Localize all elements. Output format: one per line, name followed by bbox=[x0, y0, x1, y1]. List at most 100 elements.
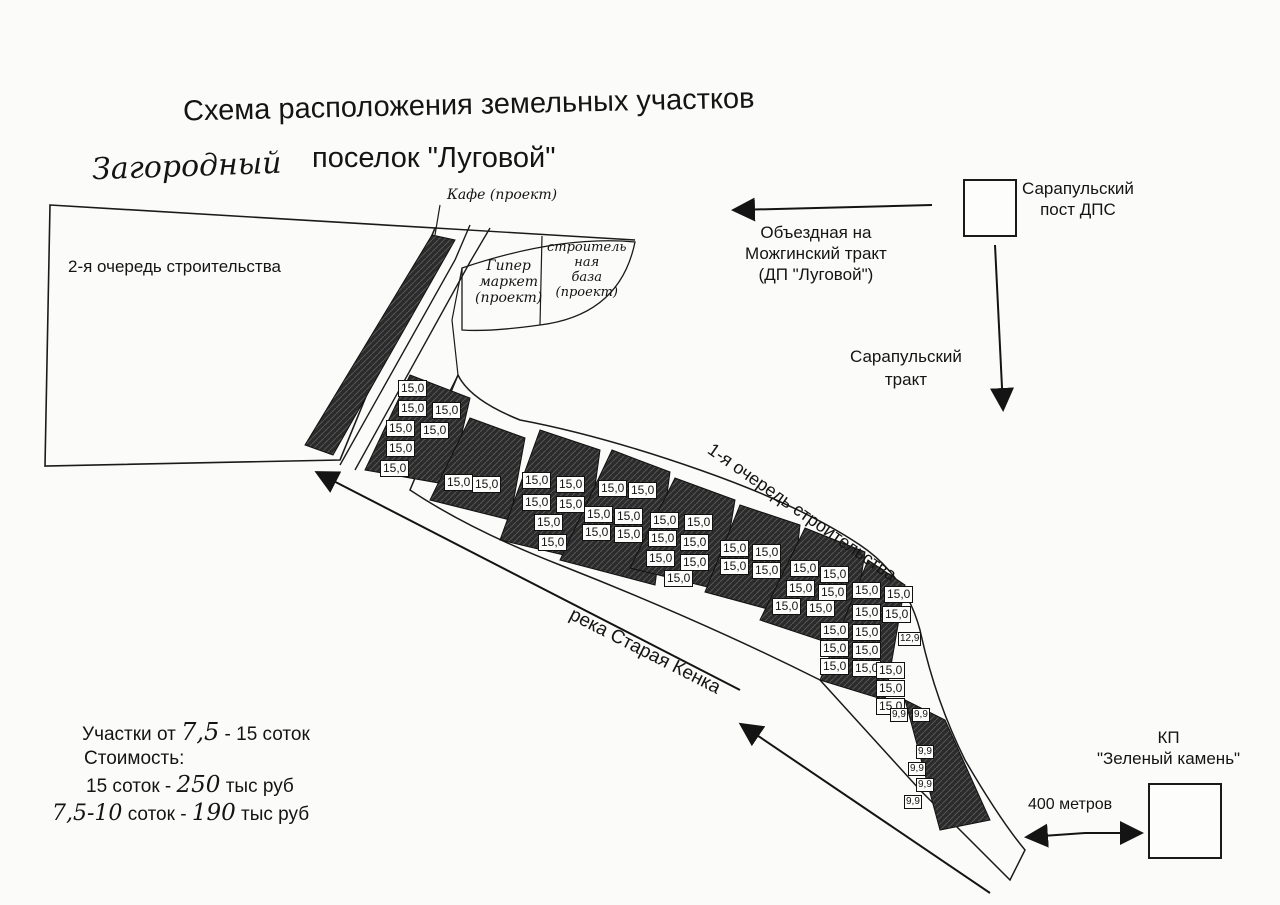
plot-area-label: 15,0 bbox=[538, 534, 568, 551]
notes-line-4: 7,5-10 соток - 190 тыс руб bbox=[52, 800, 309, 826]
hypermarket-line-1: Гипер bbox=[486, 258, 531, 274]
plot-area-label: 15,0 bbox=[584, 506, 614, 523]
bypass-line-2: Можгинский тракт bbox=[745, 244, 887, 263]
plot-area-label: 15,0 bbox=[806, 600, 836, 617]
plot-area-label: 15,0 bbox=[398, 380, 428, 397]
kp-line-2: "Зеленый камень" bbox=[1097, 749, 1241, 768]
hypermarket-line-3: (проект) bbox=[475, 290, 543, 306]
dps-post-line-2: пост ДПС bbox=[1040, 200, 1116, 219]
plot-area-label: 15,0 bbox=[386, 440, 416, 457]
plot-area-label: 15,0 bbox=[534, 514, 564, 531]
sarapul-road-arrow bbox=[990, 244, 1015, 412]
notes-line-3: 15 соток - 250 тыс руб bbox=[86, 772, 294, 798]
plot-area-label-small: 9,9 bbox=[908, 762, 926, 776]
plot-area-label: 15,0 bbox=[752, 544, 782, 561]
plot-area-label: 15,0 bbox=[876, 680, 906, 697]
plot-area-label: 15,0 bbox=[432, 402, 462, 419]
plot-area-label: 15,0 bbox=[820, 658, 850, 675]
plot-area-label: 15,0 bbox=[664, 570, 694, 587]
plot-area-label: 15,0 bbox=[556, 496, 586, 513]
distance-label: 400 метров bbox=[1028, 796, 1113, 813]
plot-area-label-small: 9,9 bbox=[890, 708, 908, 722]
plot-area-label: 15,0 bbox=[786, 580, 816, 597]
notes-line-3-hand: 250 bbox=[176, 772, 221, 798]
plot-area-label: 15,0 bbox=[790, 560, 820, 577]
plot-area-label: 15,0 bbox=[852, 604, 882, 621]
commercial-divider bbox=[539, 235, 543, 326]
plot-area-label: 15,0 bbox=[522, 494, 552, 511]
dps-post-line-1: Сарапульский bbox=[1022, 179, 1134, 198]
plot-area-label: 15,0 bbox=[598, 480, 628, 497]
plot-area-label: 15,0 bbox=[720, 558, 750, 575]
subtitle-printed: поселок "Луговой" bbox=[312, 142, 556, 174]
notes-line-4-b: тыс руб bbox=[241, 804, 310, 825]
stage2-area bbox=[44, 204, 437, 467]
construction-base-line-1: строитель bbox=[547, 240, 627, 255]
plot-area-label: 15,0 bbox=[386, 420, 416, 437]
sarapul-road-line-2: тракт bbox=[884, 370, 927, 389]
plot-area-label: 15,0 bbox=[820, 640, 850, 657]
plot-area-label: 15,0 bbox=[882, 606, 912, 623]
plot-area-label: 15,0 bbox=[852, 582, 882, 599]
plot-area-label: 15,0 bbox=[444, 474, 474, 491]
bypass-line-1: Объездная на bbox=[760, 223, 872, 242]
river-arrow-lower bbox=[738, 722, 991, 894]
stage1-outline bbox=[409, 373, 1026, 882]
river-arrow-upper bbox=[314, 471, 741, 691]
plot-area-label: 15,0 bbox=[646, 550, 676, 567]
plot-area-label: 15,0 bbox=[852, 660, 882, 677]
plot-area-label: 15,0 bbox=[772, 598, 802, 615]
construction-base-line-2: ная bbox=[574, 255, 600, 270]
plot-area-label: 15,0 bbox=[582, 524, 612, 541]
subtitle-handwritten: Загородный bbox=[91, 145, 283, 188]
plot-area-label: 15,0 bbox=[752, 562, 782, 579]
sarapul-road-line-1: Сарапульский bbox=[850, 347, 962, 366]
plot-area-label: 15,0 bbox=[852, 642, 882, 659]
plot-area-label: 15,0 bbox=[522, 472, 552, 489]
notes-line-3-b: тыс руб bbox=[225, 776, 294, 797]
notes-line-3-a: 15 соток - bbox=[86, 776, 172, 797]
plot-area-label: 15,0 bbox=[818, 584, 848, 601]
kp-box bbox=[1148, 783, 1222, 859]
road-line-1 bbox=[339, 224, 471, 466]
plot-area-label: 15,0 bbox=[684, 514, 714, 531]
cafe-label: Кафе (проект) bbox=[447, 187, 558, 203]
plot-area-label: 15,0 bbox=[884, 586, 914, 603]
dps-post-label: Сарапульский пост ДПС bbox=[1022, 178, 1134, 220]
sarapul-road-label: Сарапульский тракт bbox=[850, 345, 962, 391]
kp-line-1: КП bbox=[1157, 728, 1180, 747]
commercial-area bbox=[461, 240, 636, 332]
notes-line-1-b: - 15 соток bbox=[224, 724, 310, 745]
road-line-2 bbox=[354, 227, 491, 471]
plot-area-label: 15,0 bbox=[614, 508, 644, 525]
construction-base-line-3: база bbox=[571, 270, 603, 285]
plot-area-label: 15,0 bbox=[420, 422, 450, 439]
plot-area-label: 15,0 bbox=[380, 460, 410, 477]
notes-line-4-hand-b: 190 bbox=[191, 800, 236, 826]
road-side-plots bbox=[304, 234, 456, 456]
plot-area-label-small: 9,9 bbox=[916, 778, 934, 792]
plot-area-label: 15,0 bbox=[720, 540, 750, 557]
plot-area-label-small: 9,9 bbox=[912, 708, 930, 722]
notes-line-1-a: Участки от bbox=[82, 724, 176, 745]
plot-area-label: 15,0 bbox=[472, 476, 502, 493]
plot-area-label: 15,0 bbox=[876, 662, 906, 679]
plot-area-label: 15,0 bbox=[820, 622, 850, 639]
hypermarket-line-2: маркет bbox=[479, 274, 539, 290]
cafe-pointer bbox=[434, 204, 441, 236]
plot-area-label: 15,0 bbox=[650, 512, 680, 529]
plot-area-label: 15,0 bbox=[680, 554, 710, 571]
plot-area-label: 15,0 bbox=[852, 624, 882, 641]
kp-label: КП "Зеленый камень" bbox=[1097, 727, 1240, 769]
notes-line-4-hand-a: 7,5-10 bbox=[52, 801, 123, 826]
plot-area-label-small: 9,9 bbox=[904, 795, 922, 809]
stage2-label: 2-я очередь строительства bbox=[68, 257, 282, 276]
distance-arrow-left bbox=[1024, 823, 1086, 848]
plot-area-label: 15,0 bbox=[556, 476, 586, 493]
dps-post-box bbox=[963, 179, 1017, 237]
construction-base-label: строитель ная база (проект) bbox=[547, 240, 627, 300]
bypass-arrow bbox=[731, 197, 933, 222]
plot-area-label: 15,0 bbox=[680, 534, 710, 551]
notes-line-2: Стоимость: bbox=[84, 748, 185, 769]
